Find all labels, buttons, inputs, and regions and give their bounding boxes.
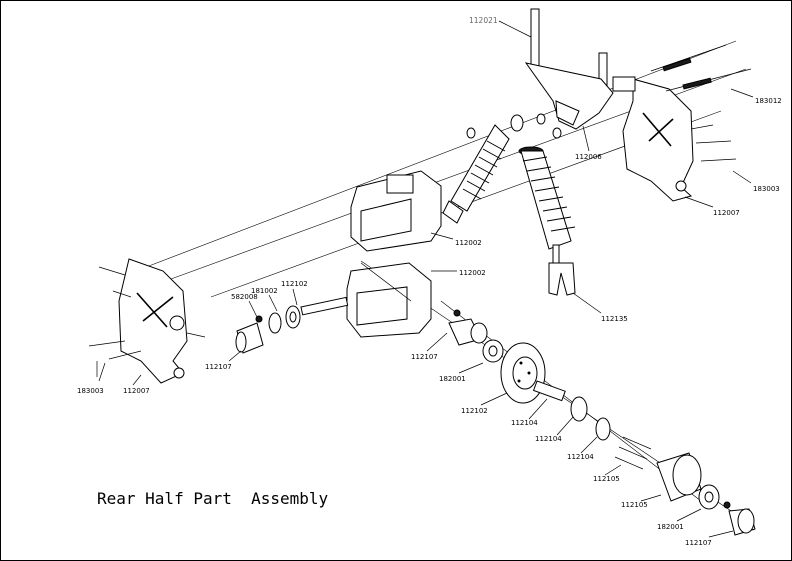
label-112102-shaft: 112102	[281, 280, 308, 288]
leader-lines	[96, 20, 754, 538]
gears-and-pins-parts	[532, 380, 652, 470]
label-181002: 181002	[251, 287, 278, 295]
gearbox-upper-part	[350, 170, 442, 252]
right-hub-carrier-part	[612, 76, 694, 202]
middle-bearing-parts	[448, 309, 504, 363]
left-hub-carrier-part	[118, 258, 188, 384]
left-axle-parts	[235, 296, 349, 354]
label-112105-b: 112105	[621, 501, 648, 509]
lower-housing-parts	[656, 452, 756, 536]
label-582008: 582008	[231, 293, 258, 301]
label-182001-low: 182001	[657, 523, 684, 531]
label-182001-mid: 182001	[439, 375, 466, 383]
label-112007-left: 112007	[123, 387, 150, 395]
label-183012: 183012	[755, 97, 782, 105]
brake-disc-part	[500, 342, 546, 404]
long-screws-part	[650, 44, 752, 92]
label-183003-left: 183003	[77, 387, 104, 395]
shock-absorber-right-part	[518, 146, 576, 296]
label-112006: 112006	[575, 153, 602, 161]
label-112002-mid: 112002	[459, 269, 486, 277]
label-112104-b: 112104	[535, 435, 562, 443]
shock-tower-part	[524, 8, 614, 130]
short-screws-right-part	[690, 124, 737, 162]
label-112102-disc: 112102	[461, 407, 488, 415]
label-112107-mid: 112107	[411, 353, 438, 361]
label-112007-top: 112007	[713, 209, 740, 217]
label-112021: 112021	[469, 16, 498, 25]
label-112002-upper: 112002	[455, 239, 482, 247]
label-112107-left: 112107	[205, 363, 232, 371]
shock-absorber-left-part	[442, 124, 510, 224]
short-screws-left-part	[88, 266, 206, 360]
label-112104-c: 112104	[567, 453, 594, 461]
label-183003-top: 183003	[753, 185, 780, 193]
label-112107-low: 112107	[685, 539, 712, 547]
gearbox-lower-part	[346, 262, 432, 338]
bushings-part	[466, 113, 562, 139]
label-112104-a: 112104	[511, 419, 538, 427]
label-112135: 112135	[601, 315, 628, 323]
diagram-title: Rear Half Part Assembly	[97, 489, 329, 508]
label-112105-a: 112105	[593, 475, 620, 483]
